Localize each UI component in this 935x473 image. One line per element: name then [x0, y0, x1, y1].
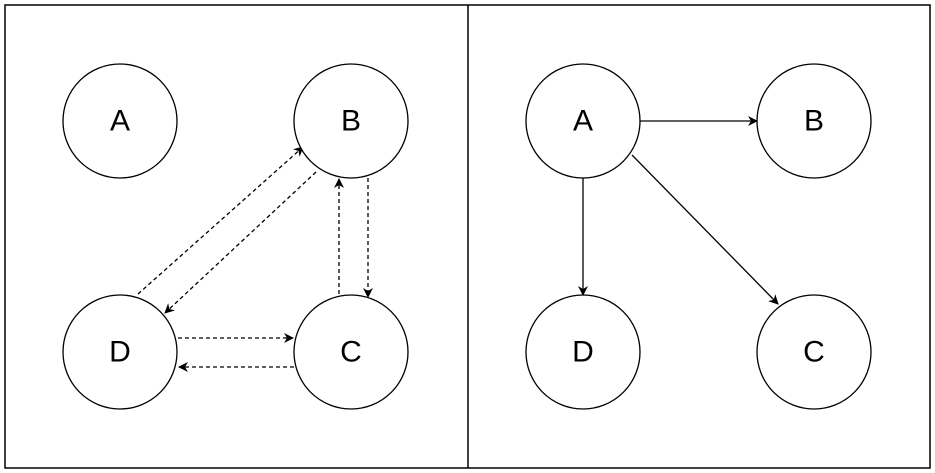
edge-b-to-d: [164, 171, 317, 314]
node-a: A: [525, 63, 641, 179]
node-b: B: [293, 63, 409, 179]
node-a-label: A: [110, 105, 130, 138]
node-c-label: C: [803, 336, 825, 369]
node-c: C: [756, 294, 872, 410]
node-d: D: [525, 294, 641, 410]
node-a-circle: [525, 63, 641, 179]
node-d-circle: [62, 294, 178, 410]
node-d-label: D: [109, 336, 131, 369]
node-b-circle: [293, 63, 409, 179]
node-d: D: [62, 294, 178, 410]
right-panel: A B C D: [525, 63, 872, 410]
node-d-circle: [525, 294, 641, 410]
node-c-circle: [293, 294, 409, 410]
node-b-circle: [756, 63, 872, 179]
node-c: C: [293, 294, 409, 410]
left-edges: [137, 146, 373, 372]
left-panel: A B C D: [62, 63, 409, 410]
node-a: A: [62, 63, 178, 179]
right-edges: [578, 116, 779, 305]
node-a-label: A: [573, 105, 593, 138]
node-d-label: D: [572, 336, 594, 369]
node-b-label: B: [341, 105, 361, 138]
edge-a-to-c: [631, 154, 779, 305]
node-c-circle: [756, 294, 872, 410]
node-c-label: C: [340, 336, 362, 369]
node-a-circle: [62, 63, 178, 179]
node-b-label: B: [804, 105, 824, 138]
node-b: B: [756, 63, 872, 179]
edge-d-to-b: [137, 146, 304, 295]
